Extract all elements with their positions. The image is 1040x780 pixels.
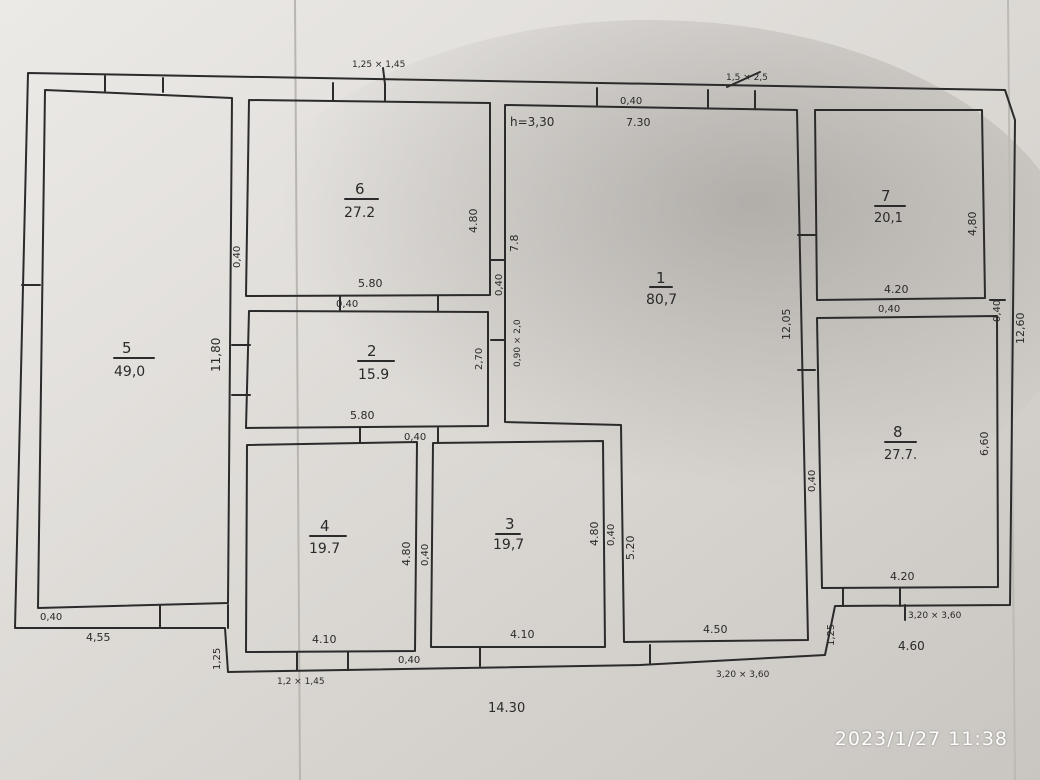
room-8-number: 8 [893, 423, 903, 441]
dim-room3-wall: 0,40 [606, 524, 617, 546]
room-6-outline [245, 99, 491, 297]
dim-window-top-right: 1,5 × 2,5 [726, 73, 768, 83]
dim-room6-wall: 0,40 [232, 246, 243, 268]
dim-room1-width: 7.30 [626, 116, 651, 129]
dim-room6-height: 4.80 [467, 209, 480, 234]
room-7-outline [814, 109, 986, 301]
dim-room5-wall: 0,40 [40, 612, 62, 623]
dim-step-left: 1,25 [212, 648, 223, 670]
room-1-number: 1 [656, 269, 666, 287]
room-7-area: 20,1 [874, 211, 903, 226]
dim-room8-section: 4.60 [898, 639, 925, 653]
photo-timestamp: 2023/1/27 11:38 [834, 728, 1008, 750]
dim-room8-width: 4.20 [890, 570, 915, 583]
dim-wall-bottom: 0,40 [398, 655, 420, 666]
dim-total-height: 12,60 [1014, 313, 1027, 345]
dim-room1-height: 12,05 [780, 309, 793, 341]
dim-room2-width: 5.80 [350, 409, 375, 422]
room-5-area: 49,0 [114, 364, 145, 380]
dim-room1-low-height: 5.20 [624, 536, 637, 561]
dim-room5-height: 11,80 [209, 338, 223, 372]
dim-room6-width: 5.80 [358, 277, 383, 290]
dim-room1-side: 7.8 [508, 235, 521, 253]
dim-door-right: 3,20 × 3,60 [908, 611, 962, 621]
room-1-area: 80,7 [646, 292, 677, 308]
dim-wall-mid: 0,40 [404, 432, 426, 443]
dim-height-h: h=3,30 [510, 115, 554, 129]
outer-wall [14, 72, 1016, 673]
room-5-number: 5 [122, 339, 132, 357]
dim-room7-width: 4.20 [884, 283, 909, 296]
dim-room2-height: 2,70 [474, 348, 485, 370]
room-3-area: 19,7 [493, 537, 524, 553]
room-8-area: 27.7. [884, 448, 917, 463]
dim-window-top-left: 1,25 × 1,45 [352, 60, 405, 70]
room-5-outline [37, 89, 233, 609]
room-4-area: 19.7 [309, 541, 340, 557]
dim-room4-width: 4.10 [312, 633, 337, 646]
room-8-outline [816, 315, 999, 589]
dim-wall-top: 0,40 [620, 96, 642, 107]
dim-room8-wall: 0,40 [807, 470, 818, 492]
dim-room3-width: 4.10 [510, 628, 535, 641]
dim-step-right: 1,25 [826, 624, 837, 646]
dim-wall-right-outer: 0,40 [992, 300, 1003, 322]
dim-room3-height: 4.80 [588, 522, 601, 547]
room-6-number: 6 [355, 180, 365, 198]
room-2-area: 15.9 [358, 367, 389, 383]
room-1-outline [504, 104, 809, 643]
room-7-number: 7 [881, 187, 891, 205]
room-6-area: 27.2 [344, 205, 375, 221]
dim-room1-width-low: 4.50 [703, 623, 728, 636]
dim-room7-height: 4,80 [966, 212, 979, 237]
room-2-outline [245, 310, 489, 429]
dim-room2-door: 0,90 × 2,0 [513, 319, 523, 367]
dim-door-bottom: 3,20 × 3,60 [716, 670, 770, 680]
dim-room8-height: 6,60 [978, 432, 991, 457]
room-3-outline [430, 440, 606, 648]
dim-total-width: 14.30 [488, 701, 525, 716]
room-4-number: 4 [320, 517, 330, 535]
dim-room4-wall: 0,40 [420, 544, 431, 566]
dim-room4-height: 4.80 [400, 542, 413, 567]
dim-room6-bottom-wall: 0,40 [336, 299, 358, 310]
dim-wall-7-8: 0,40 [878, 304, 900, 315]
dim-window-bottom: 1,2 × 1,45 [277, 677, 325, 687]
dim-wall-right-6: 0,40 [494, 274, 505, 296]
dim-room5-width: 4,55 [86, 631, 111, 644]
room-2-number: 2 [367, 342, 377, 360]
room-3-number: 3 [505, 515, 515, 533]
